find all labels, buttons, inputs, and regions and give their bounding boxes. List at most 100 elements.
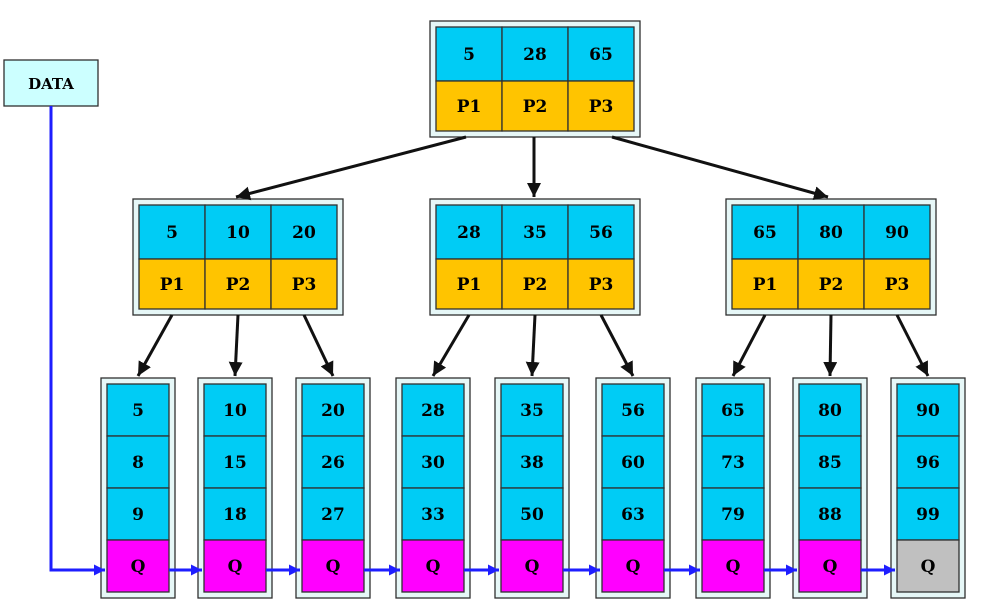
leaf-node-7-next-pointer: Q (726, 557, 741, 577)
internal-node-3-pointer-2-cell (797, 258, 865, 310)
internal-node-3-key-1: 65 (753, 223, 777, 243)
leaf-node-2-key-3: 18 (223, 505, 247, 525)
leaf-node-7-key-1-cell (701, 383, 765, 437)
leaf-node-4-key-1: 28 (421, 401, 445, 421)
internal-node-3-key-3-cell (863, 204, 931, 260)
leaf-node-4: 28 30 33Q (395, 377, 471, 599)
leaf-node-2-next-pointer: Q (228, 557, 243, 577)
root-node-pointer-2-cell (501, 80, 569, 132)
internal-to-leaf-arrow-6 (599, 314, 635, 377)
leaf-node-4-key-2-cell (401, 435, 465, 489)
internal-node-3-pointer-1: P1 (753, 275, 778, 295)
internal-node-3-pointer-3-cell (863, 258, 931, 310)
internal-to-leaf-arrow-4 (431, 314, 471, 377)
internal-to-leaf-arrow-5 (525, 314, 540, 377)
leaf-node-1-key-3: 9 (132, 505, 144, 525)
leaf-node-7-key-2: 73 (721, 453, 745, 473)
leaf-node-3-next-pointer-cell (301, 539, 365, 593)
leaf-node-8-key-2-cell (798, 435, 862, 489)
leaf-node-3-key-1: 20 (321, 401, 345, 421)
leaf-node-4-key-3: 33 (421, 505, 445, 525)
leaf-node-9-next-pointer-cell (896, 539, 960, 593)
leaf-node-4-key-2: 30 (421, 453, 445, 473)
leaf-node-5-key-1: 35 (520, 401, 544, 421)
leaf-node-5-key-3: 50 (520, 505, 544, 525)
internal-node-1-pointer-3-cell (270, 258, 338, 310)
internal-node-2-pointer-2: P2 (523, 275, 548, 295)
internal-node-1-pointer-3: P3 (292, 275, 317, 295)
leaf-node-3-key-3-cell (301, 487, 365, 541)
internal-node-1-key-3-cell (270, 204, 338, 260)
leaf-node-8-next-pointer: Q (823, 557, 838, 577)
leaf-node-8-key-3-cell (798, 487, 862, 541)
leaf-node-1-key-1: 5 (132, 401, 144, 421)
leaf-node-5-key-2-cell (500, 435, 564, 489)
internal-node-3-pointer-1-cell (731, 258, 799, 310)
internal-to-leaf-arrow-8 (823, 314, 838, 377)
leaf-node-4-next-pointer-cell (401, 539, 465, 593)
root-node-key-3: 65 (589, 45, 613, 65)
leaf-node-9-key-3-cell (896, 487, 960, 541)
leaf-node-8-key-2: 85 (818, 453, 842, 473)
internal-node-2-pointer-3: P3 (589, 275, 614, 295)
leaf-node-2-key-1: 10 (223, 401, 247, 421)
data-entry-box-rect (3, 59, 99, 107)
leaf-node-3-key-3: 27 (321, 505, 345, 525)
root-to-internal-arrow-1 (235, 135, 467, 201)
leaf-node-5-next-pointer-cell (500, 539, 564, 593)
root-node-pointer-1-cell (435, 80, 503, 132)
leaf-node-8-key-3: 88 (818, 505, 842, 525)
internal-node-1-pointer-2: P2 (226, 275, 251, 295)
internal-to-leaf-arrow-1 (136, 314, 174, 377)
internal-node-2-key-1-cell (435, 204, 503, 260)
leaf-node-2-key-1-cell (203, 383, 267, 437)
leaf-node-4-key-3-cell (401, 487, 465, 541)
leaf-node-6-next-pointer: Q (626, 557, 641, 577)
leaf-node-6-next-pointer-cell (601, 539, 665, 593)
leaf-node-1-next-pointer-cell (106, 539, 170, 593)
leaf-node-1-key-1-cell (106, 383, 170, 437)
internal-node-1-pointer-2-cell (204, 258, 272, 310)
leaf-node-7-next-pointer-cell (701, 539, 765, 593)
internal-to-leaf-arrow-2 (228, 314, 243, 377)
internal-node-2-pointer-1: P1 (457, 275, 482, 295)
internal-node-2-key-2: 35 (523, 223, 547, 243)
root-node-key-1: 5 (463, 45, 475, 65)
leaf-node-4-next-pointer: Q (426, 557, 441, 577)
leaf-node-2-key-2: 15 (223, 453, 247, 473)
leaf-node-7-key-1: 65 (721, 401, 745, 421)
leaf-node-8: 80 85 88Q (792, 377, 868, 599)
leaf-node-5-next-pointer: Q (525, 557, 540, 577)
internal-node-1-pointer-1: P1 (160, 275, 185, 295)
leaf-node-1-key-3-cell (106, 487, 170, 541)
leaf-node-8-next-pointer-cell (798, 539, 862, 593)
internal-node-2-pointer-2-cell (501, 258, 569, 310)
leaf-node-9-key-2: 96 (916, 453, 940, 473)
root-node-pointer-1: P1 (457, 97, 482, 117)
data-entry-box: DATA (3, 59, 99, 107)
internal-to-leaf-arrow-9 (895, 314, 930, 377)
internal-node-1-pointer-1-cell (138, 258, 206, 310)
internal-to-leaf-arrow-7 (731, 314, 767, 377)
leaf-node-5-key-2: 38 (520, 453, 544, 473)
leaf-node-3-key-2-cell (301, 435, 365, 489)
root-node-pointer-3-cell (567, 80, 635, 132)
internal-node-2-key-2-cell (501, 204, 569, 260)
internal-node-2-key-3-cell (567, 204, 635, 260)
leaf-node-9-key-3: 99 (916, 505, 940, 525)
leaf-node-4-key-1-cell (401, 383, 465, 437)
leaf-node-2: 10 15 18Q (197, 377, 273, 599)
leaf-node-8-key-1: 80 (818, 401, 842, 421)
internal-node-2-pointer-1-cell (435, 258, 503, 310)
leaf-node-2-key-2-cell (203, 435, 267, 489)
leaf-node-6-key-2: 60 (621, 453, 645, 473)
